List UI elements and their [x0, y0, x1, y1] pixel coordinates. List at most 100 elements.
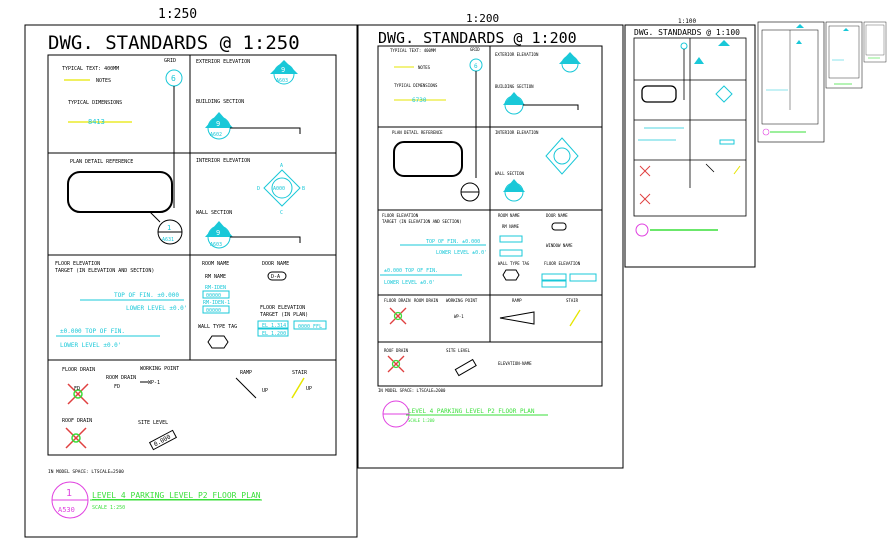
detail-callout-box — [67, 171, 173, 213]
ext-elev-icon-25 — [843, 28, 849, 31]
plan-detail-reference-label: PLAN DETAIL REFERENCE — [70, 159, 133, 165]
ie-a: A — [280, 163, 283, 169]
ramp-label: RAMP — [240, 370, 252, 376]
panel-grid-200 — [377, 45, 603, 387]
roof-drain-icon-200 — [387, 355, 405, 373]
floor-elevation-label: FLOOR ELEVATION — [55, 261, 100, 267]
building-section-arrow-icon — [205, 112, 233, 128]
scale-label-250: 1:250 — [158, 7, 197, 22]
interior-elevation-code: A000 — [273, 186, 285, 192]
room-name-label-200: ROOM NAME — [498, 213, 520, 218]
wall-section-sheet: A603 — [210, 242, 222, 248]
ramp-arrow-200 — [499, 311, 535, 325]
roof-drain-icon — [65, 427, 87, 449]
sheet-border-25 — [825, 21, 863, 89]
plan-scale: SCALE 1:250 — [92, 505, 125, 511]
floor-elev-plan-label-2: TARGET (IN PLAN) — [260, 312, 308, 318]
dimension-value: 8413 — [88, 118, 105, 126]
wall-type-tag-label-200: WALL TYPE TAG — [498, 261, 530, 266]
door-name-label-200: DOOR NAME — [546, 213, 568, 218]
stair-label-200: STAIR — [566, 298, 579, 303]
door-tag-shape — [267, 271, 287, 281]
wall-section-cut-line — [230, 236, 301, 243]
exterior-elevation-label-200: EXTERIOR ELEVATION — [495, 52, 539, 57]
sheet-border-200 — [357, 24, 624, 469]
wall-section-label-200: WALL SECTION — [495, 171, 524, 176]
wall-section-label: WALL SECTION — [196, 210, 232, 216]
el-box-100 — [719, 139, 735, 145]
notes-label-200: NOTES — [418, 65, 431, 70]
stair-up: UP — [306, 386, 312, 392]
floor-drain-label-200: FLOOR DRAIN — [384, 298, 411, 303]
building-section-label: BUILDING SECTION — [196, 99, 244, 105]
grid-bubble-100 — [680, 42, 688, 50]
ramp-label-200: RAMP — [512, 298, 522, 303]
detail-num: 1 — [167, 224, 171, 232]
wall-section-arrow-icon — [205, 221, 233, 237]
stair-line-200 — [569, 309, 581, 327]
title-bubble-num: 1 — [66, 488, 72, 499]
ext-elev-icon-50 — [796, 24, 804, 28]
el1-box-200 — [541, 273, 567, 281]
site-level-label: SITE LEVEL — [138, 420, 168, 426]
ie-c: C — [280, 210, 283, 216]
detail-sheet: A631 — [162, 237, 174, 243]
ramp-up: UP — [262, 388, 268, 394]
ramp-line — [235, 377, 257, 399]
sheet-1-200: 1:200 DWG. STANDARDS @ 1:200 TYPICAL TEX… — [357, 12, 624, 469]
sheet-border-50 — [757, 21, 825, 143]
plan-scale-200: SCALE 1:200 — [408, 418, 435, 423]
sheet-1-100: 1:100 DWG. STANDARDS @ 1:100 — [624, 18, 756, 268]
detail-callout-box-200 — [393, 141, 463, 177]
top-of-fin-left: ±0.000 TOP OF FIN. — [60, 328, 125, 335]
el2: EL 1.200 — [262, 331, 286, 337]
bldg-sec-icon-100 — [694, 57, 704, 64]
room-drain-label: ROOM DRAIN — [106, 375, 136, 381]
rm-code-1: 00000 — [206, 293, 221, 299]
ie-b: B — [302, 186, 305, 192]
sec-icon-50 — [796, 40, 802, 44]
grid-label: GRID — [164, 58, 176, 64]
roof-drain-label-200: ROOF DRAIN — [384, 348, 409, 353]
floor-drain-label: FLOOR DRAIN — [62, 367, 95, 373]
floor-elevation-label-2-200: TARGET (IN ELEVATION AND SECTION) — [382, 219, 461, 224]
exterior-elevation-sheet: A603 — [276, 78, 288, 84]
wall-section-arrow-icon-200 — [503, 179, 525, 192]
model-space-note-200: IN MODEL SPACE: LTSCALE=2000 — [378, 388, 446, 393]
model-space-note: IN MODEL SPACE: LTSCALE=2500 — [48, 469, 124, 475]
rm-code-3: 00000 — [206, 308, 221, 314]
section-cut-line-200 — [523, 104, 579, 110]
sheet-title-100: DWG. STANDARDS @ 1:100 — [634, 28, 740, 37]
rm-iden: RM-IDEN — [205, 285, 226, 291]
sheet-title-200: DWG. STANDARDS @ 1:200 — [378, 29, 577, 47]
typical-dimensions-label-200: TYPICAL DIMENSIONS — [394, 83, 438, 88]
sheet-1-250: 1:250 DWG. STANDARDS @ 1:250 TYPICAL TEX… — [24, 7, 358, 538]
title-bubble-100 — [635, 223, 649, 237]
sheet-border-100 — [624, 24, 756, 268]
sheet-1-50 — [757, 21, 825, 143]
sheet-1-25 — [825, 21, 863, 89]
ie-d: D — [257, 186, 260, 192]
roof-drain-label: ROOF DRAIN — [62, 418, 92, 424]
floor-elev-plan-label: FLOOR ELEVATION — [260, 305, 305, 311]
floor-drain-icon — [67, 383, 89, 405]
fd-label: FD — [74, 386, 80, 392]
sheet-border-250 — [24, 24, 358, 538]
plan-detail-reference-label-200: PLAN DETAIL REFERENCE — [392, 130, 443, 135]
plan-title-200: LEVEL 4 PARKING LEVEL P2 FLOOR PLAN — [408, 408, 535, 415]
floor-elev-plan-label-200: FLOOR ELEVATION — [544, 261, 581, 266]
wall-type-tag-hexagon-200 — [502, 269, 520, 281]
ffl-box — [293, 320, 327, 330]
building-section-label-200: BUILDING SECTION — [495, 84, 534, 89]
exterior-elevation-arrow-icon — [270, 60, 298, 74]
site-level-tag: 0.000 — [148, 429, 178, 451]
interior-elevation-label: INTERIOR ELEVATION — [196, 158, 250, 164]
grid-label-200: GRID — [470, 47, 480, 52]
room-name-label: ROOM NAME — [202, 261, 229, 267]
building-section-num: 9 — [216, 120, 220, 128]
roof-drain-icon-100 — [639, 193, 651, 205]
el1-box — [257, 320, 289, 329]
exterior-elevation-num: 9 — [281, 66, 285, 74]
wall-type-tag-label: WALL TYPE TAG — [198, 324, 237, 330]
typical-text-label: TYPICAL TEXT: 400MM — [62, 66, 119, 72]
